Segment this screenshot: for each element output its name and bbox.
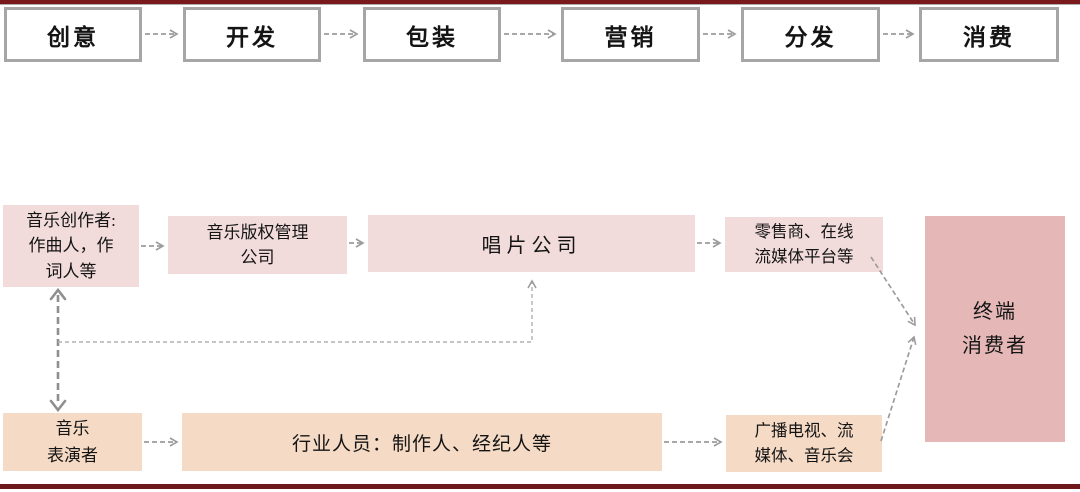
step-label: 消费 xyxy=(963,24,1015,50)
step-label: 开发 xyxy=(226,24,278,50)
box-retailers-streaming: 零售商、在线 流媒体平台等 xyxy=(725,217,883,272)
arrow-elbow-to-record-company xyxy=(58,279,537,343)
box-broadcast-streaming-concert: 广播电视、流 媒体、音乐会 xyxy=(726,415,882,472)
arrow-broadcast-to-consumer xyxy=(880,335,917,442)
box-text-line: 媒体、音乐会 xyxy=(754,445,854,465)
box-text-line: 行业人员：制作人、经纪人等 xyxy=(291,433,552,455)
box-text-line: 消费者 xyxy=(962,335,1028,357)
step-label: 营销 xyxy=(604,24,657,50)
box-text-line: 广播电视、流 xyxy=(754,420,854,440)
step-label: 分发 xyxy=(784,24,837,50)
box-text-line: 唱片公司 xyxy=(481,235,582,257)
box-music-creators: 音乐创作者: 作曲人，作 词人等 xyxy=(3,205,139,287)
box-music-performers: 音乐 表演者 xyxy=(3,413,142,471)
box-text-line: 公司 xyxy=(240,248,275,267)
bottom-rule xyxy=(0,484,1080,489)
chevron-up-icon xyxy=(49,287,67,301)
box-text-line: 音乐版权管理 xyxy=(206,222,309,242)
box-text-line: 流媒体平台等 xyxy=(754,246,854,266)
box-record-company: 唱片公司 xyxy=(368,215,695,272)
box-end-consumer: 终端 消费者 xyxy=(925,216,1065,442)
top-rule xyxy=(0,0,1080,5)
box-text-line: 终端 xyxy=(973,301,1017,323)
step-distribution: 分发 xyxy=(741,7,880,62)
step-label: 包装 xyxy=(406,24,458,50)
step-label: 创意 xyxy=(47,24,99,50)
box-text-line: 词人等 xyxy=(45,261,97,281)
step-marketing: 营销 xyxy=(561,7,700,62)
box-text-line: 作曲人，作 xyxy=(28,236,114,256)
box-text-line: 音乐 xyxy=(55,418,90,438)
box-text-line: 零售商、在线 xyxy=(754,221,854,241)
step-consumption: 消费 xyxy=(919,7,1059,62)
chevron-down-icon xyxy=(49,399,67,413)
box-text-line: 表演者 xyxy=(47,446,98,465)
box-industry-staff: 行业人员：制作人、经纪人等 xyxy=(182,413,662,471)
box-copyright-company: 音乐版权管理 公司 xyxy=(168,216,347,274)
step-development: 开发 xyxy=(183,7,321,62)
box-text-line: 音乐创作者: xyxy=(26,210,116,230)
step-packaging: 包装 xyxy=(363,7,501,62)
step-creativity: 创意 xyxy=(4,7,142,62)
